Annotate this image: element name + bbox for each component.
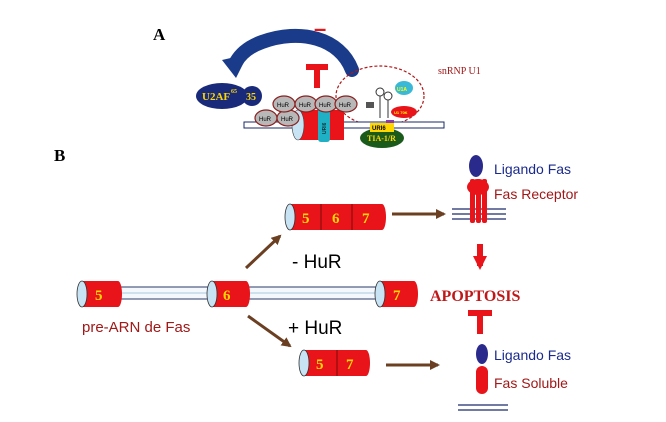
exon-6: 6 xyxy=(206,280,250,308)
u2af-superscript: 65 xyxy=(231,89,237,95)
exon-7: 7 xyxy=(374,280,418,308)
hur-label: HuR xyxy=(259,117,272,123)
hur-label: HuR xyxy=(339,103,352,109)
u1-70k-label: U1 70K xyxy=(394,110,408,115)
panel-b-label: B xyxy=(54,146,65,165)
pre-mrna: 5 6 7 xyxy=(76,280,418,308)
arrow-to-upper-mrna xyxy=(244,234,282,270)
exon-7-label: 7 xyxy=(393,288,401,304)
mrna-5-7: 5 7 xyxy=(298,349,370,377)
u2af-35-label: 35 xyxy=(246,92,256,103)
bottom-soluble-label: Fas Soluble xyxy=(494,375,568,391)
arrow-to-lower-mrna xyxy=(247,314,292,348)
mrna-lower-exon-7: 7 xyxy=(346,357,354,373)
top-receptor-label: Fas Receptor xyxy=(494,186,578,202)
mrna-upper-exon-7: 7 xyxy=(362,211,370,227)
tia-label: TIA-1/R xyxy=(367,134,396,143)
bottom-ligand-label: Ligando Fas xyxy=(494,347,571,363)
uri6-label: URI6 xyxy=(372,126,386,132)
u2af-label: U2AF xyxy=(202,91,230,103)
uri6-label-vertical: URI6 xyxy=(322,122,328,134)
mrna-lower-exon-5: 5 xyxy=(316,357,324,373)
apoptosis-label: APOPTOSIS xyxy=(430,288,521,305)
inhibit-t-icon xyxy=(306,64,328,88)
snrnp-u1-outline xyxy=(335,65,425,127)
mini-exon: URI6 xyxy=(291,106,344,142)
apoptosis-inhibit-icon xyxy=(468,310,492,334)
u2af-complex: U2AF 65 35 xyxy=(196,83,262,109)
hur-proteins: HuR HuR HuR HuR HuR HuR xyxy=(254,95,358,127)
tia-complex: URI6 TIA-1/R xyxy=(360,123,404,148)
snrnp-u1-label: snRNP U1 xyxy=(438,66,481,77)
fas-ligand-icon-bottom xyxy=(476,344,488,364)
top-ligand-label: Ligando Fas xyxy=(494,161,571,177)
curved-arrow-head-icon xyxy=(222,54,248,78)
fas-ligand-icon xyxy=(469,155,483,177)
mrna-5-6-7: 5 6 7 xyxy=(284,203,386,231)
curved-arrow-icon xyxy=(229,28,359,77)
hur-label: HuR xyxy=(281,117,294,123)
mrna-upper-exon-5: 5 xyxy=(302,211,310,227)
u1a-label: U1A xyxy=(397,87,407,93)
exon-6-label: 6 xyxy=(223,288,231,304)
panel-a-label: A xyxy=(153,25,166,44)
exon-5: 5 xyxy=(76,280,122,308)
snrnp-components: U1A U1 70K xyxy=(366,81,417,128)
pre-mrna-label: pre-ARN de Fas xyxy=(82,319,190,336)
fas-receptor xyxy=(452,155,506,223)
plus-hur-label: + HuR xyxy=(288,318,342,339)
minus-hur-label: - HuR xyxy=(292,252,342,273)
hur-label: HuR xyxy=(277,103,290,109)
exon-5-label: 5 xyxy=(95,288,103,304)
hur-label: HuR xyxy=(319,103,332,109)
fas-soluble xyxy=(458,344,508,411)
mrna-upper-exon-6: 6 xyxy=(332,211,340,227)
hur-label: HuR xyxy=(299,103,312,109)
